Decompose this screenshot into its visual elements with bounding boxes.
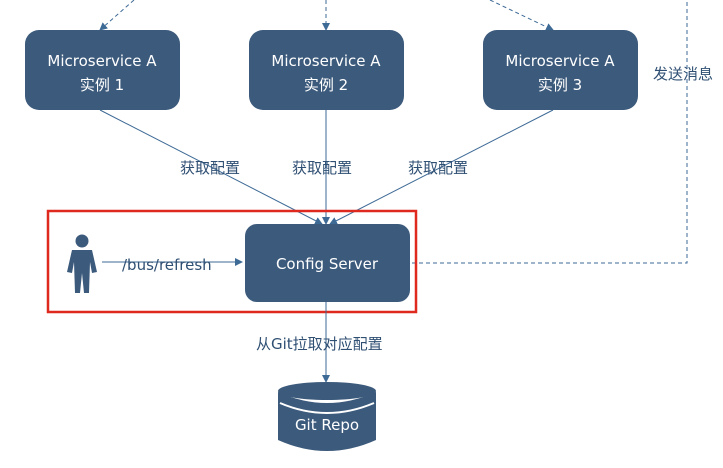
service-instance-1: Microservice A 实例 1	[25, 30, 180, 110]
send-message-label: 发送消息	[653, 65, 713, 83]
config-server-node: Config Server	[245, 224, 410, 302]
fetch-label-3: 获取配置	[408, 159, 468, 177]
service-2-name: Microservice A	[271, 52, 381, 70]
service-2-instance: 实例 2	[304, 76, 348, 94]
service-1-instance: 实例 1	[80, 76, 124, 94]
git-repo-label: Git Repo	[295, 416, 359, 434]
fetch-edge-service-1	[99, 109, 323, 225]
bus-refresh-label: /bus/refresh	[122, 256, 212, 274]
fetch-edge-service-3	[329, 109, 554, 225]
fetch-label-1: 获取配置	[180, 159, 240, 177]
service-instance-3: Microservice A 实例 3	[483, 30, 638, 110]
bus-dashed-send-message	[412, 0, 688, 264]
git-pull-label: 从Git拉取对应配置	[256, 335, 383, 353]
bus-dashed-to-service-3	[489, 0, 554, 31]
fetch-label-2: 获取配置	[292, 159, 352, 177]
bus-dashed-to-service-1	[99, 0, 135, 31]
service-3-instance: 实例 3	[538, 76, 582, 94]
service-instance-2: Microservice A 实例 2	[249, 30, 404, 110]
user-person-icon	[67, 234, 97, 293]
config-server-label: Config Server	[276, 255, 379, 273]
highlight-box	[46, 209, 418, 314]
service-1-name: Microservice A	[47, 52, 157, 70]
service-3-name: Microservice A	[505, 52, 615, 70]
git-repo-database-icon: Git Repo	[278, 382, 376, 451]
